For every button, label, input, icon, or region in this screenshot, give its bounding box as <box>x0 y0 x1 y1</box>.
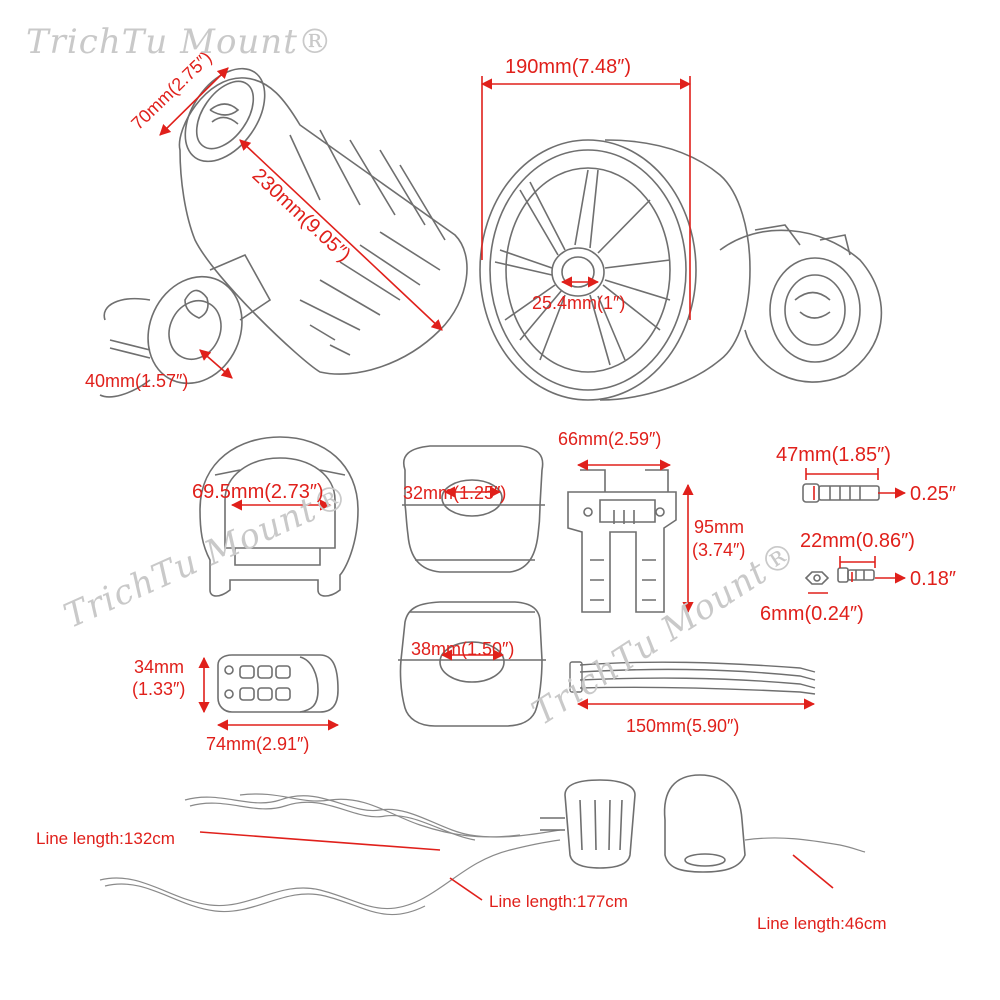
label-bracket-height-mm: 95mm <box>694 517 745 537</box>
clamp-38-sketch <box>398 601 546 727</box>
clamp-left-sketch <box>99 253 272 398</box>
label-line-177: Line length:177cm <box>489 892 628 911</box>
label-line-132: Line length:132cm <box>36 829 175 848</box>
label-bracket-width: 66mm(2.59″) <box>558 429 662 449</box>
label-ring-clamp: 69.5mm(2.73″) <box>192 481 324 503</box>
cable-ties-sketch <box>569 661 816 695</box>
wires-sketch <box>99 793 866 916</box>
speaker-right-sketch <box>479 139 883 401</box>
watermark-top-left: TrichTu Mount® <box>26 22 333 62</box>
bracket-sketch <box>567 469 677 613</box>
label-remote-height-mm: 34mm <box>134 657 185 677</box>
label-bolt-short-dia: 0.18″ <box>910 568 957 590</box>
ring-clamp-sketch <box>199 436 359 597</box>
label-remote-height-in: (1.33″) <box>132 679 186 699</box>
label-clamp-38: 38mm(1.50″) <box>411 639 515 659</box>
label-ties: 150mm(5.90″) <box>626 716 740 736</box>
label-remote-width: 74mm(2.91″) <box>206 734 310 754</box>
speaker-pods-sketch <box>540 774 746 873</box>
label-bolt-long-length: 47mm(1.85″) <box>776 444 891 466</box>
label-line-46: Line length:46cm <box>757 914 887 933</box>
clamp-32-sketch <box>402 445 545 573</box>
label-bolt-short-length: 22mm(0.86″) <box>800 530 915 552</box>
label-clamp-small: 40mm(1.57″) <box>85 371 189 391</box>
label-bolt-long-dia: 0.25″ <box>910 483 957 505</box>
label-nut: 6mm(0.24″) <box>760 603 864 625</box>
label-bracket-height-in: (3.74″) <box>692 540 746 560</box>
hardware-sketch <box>802 483 880 585</box>
label-tweeter: 25.4mm(1″) <box>532 293 626 313</box>
remote-sketch <box>217 654 339 713</box>
label-clamp-32: 32mm(1.25″) <box>403 483 507 503</box>
dimension-lines <box>159 67 907 901</box>
label-speaker-width: 190mm(7.48″) <box>505 56 632 78</box>
